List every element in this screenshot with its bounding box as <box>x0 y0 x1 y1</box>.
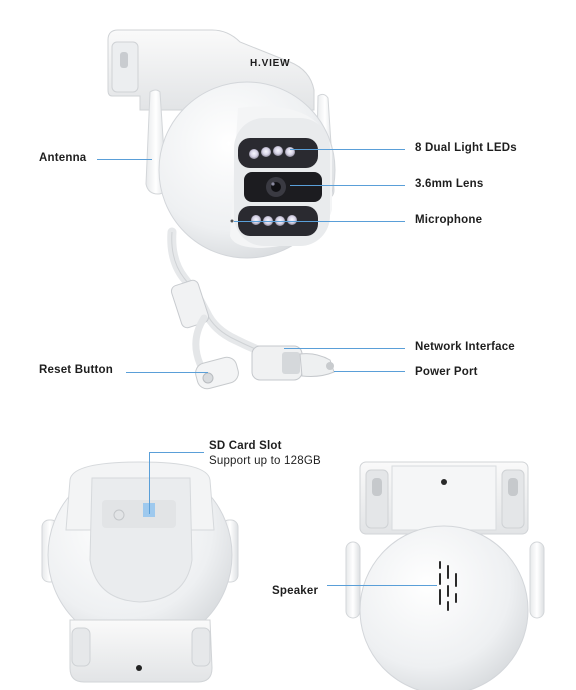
label-lens: 3.6mm Lens <box>415 178 484 190</box>
label-sd-sub: Support up to 128GB <box>209 455 321 467</box>
lens-callout-line <box>290 185 405 186</box>
antenna-callout-line <box>97 159 152 160</box>
label-leds: 8 Dual Light LEDs <box>415 142 517 154</box>
power-callout-line <box>334 371 405 372</box>
label-reset: Reset Button <box>39 364 113 376</box>
label-power: Power Port <box>415 366 478 378</box>
label-microphone: Microphone <box>415 214 483 226</box>
sd-callout-hline <box>149 452 204 453</box>
camera-bottom-view <box>345 461 545 690</box>
network-callout-line <box>284 348 405 349</box>
brand-logo: H.VIEW <box>250 58 290 69</box>
camera-back-view <box>41 461 239 683</box>
reset-callout-line <box>126 372 208 373</box>
camera-main <box>107 29 336 390</box>
sd-callout-vline <box>149 452 150 514</box>
speaker-callout-line <box>327 585 437 586</box>
label-network: Network Interface <box>415 341 515 353</box>
label-speaker: Speaker <box>272 585 319 597</box>
microphone-callout-line <box>234 221 405 222</box>
label-sd-title: SD Card Slot <box>209 440 282 452</box>
leds-callout-line <box>290 149 405 150</box>
label-antenna: Antenna <box>39 152 87 164</box>
